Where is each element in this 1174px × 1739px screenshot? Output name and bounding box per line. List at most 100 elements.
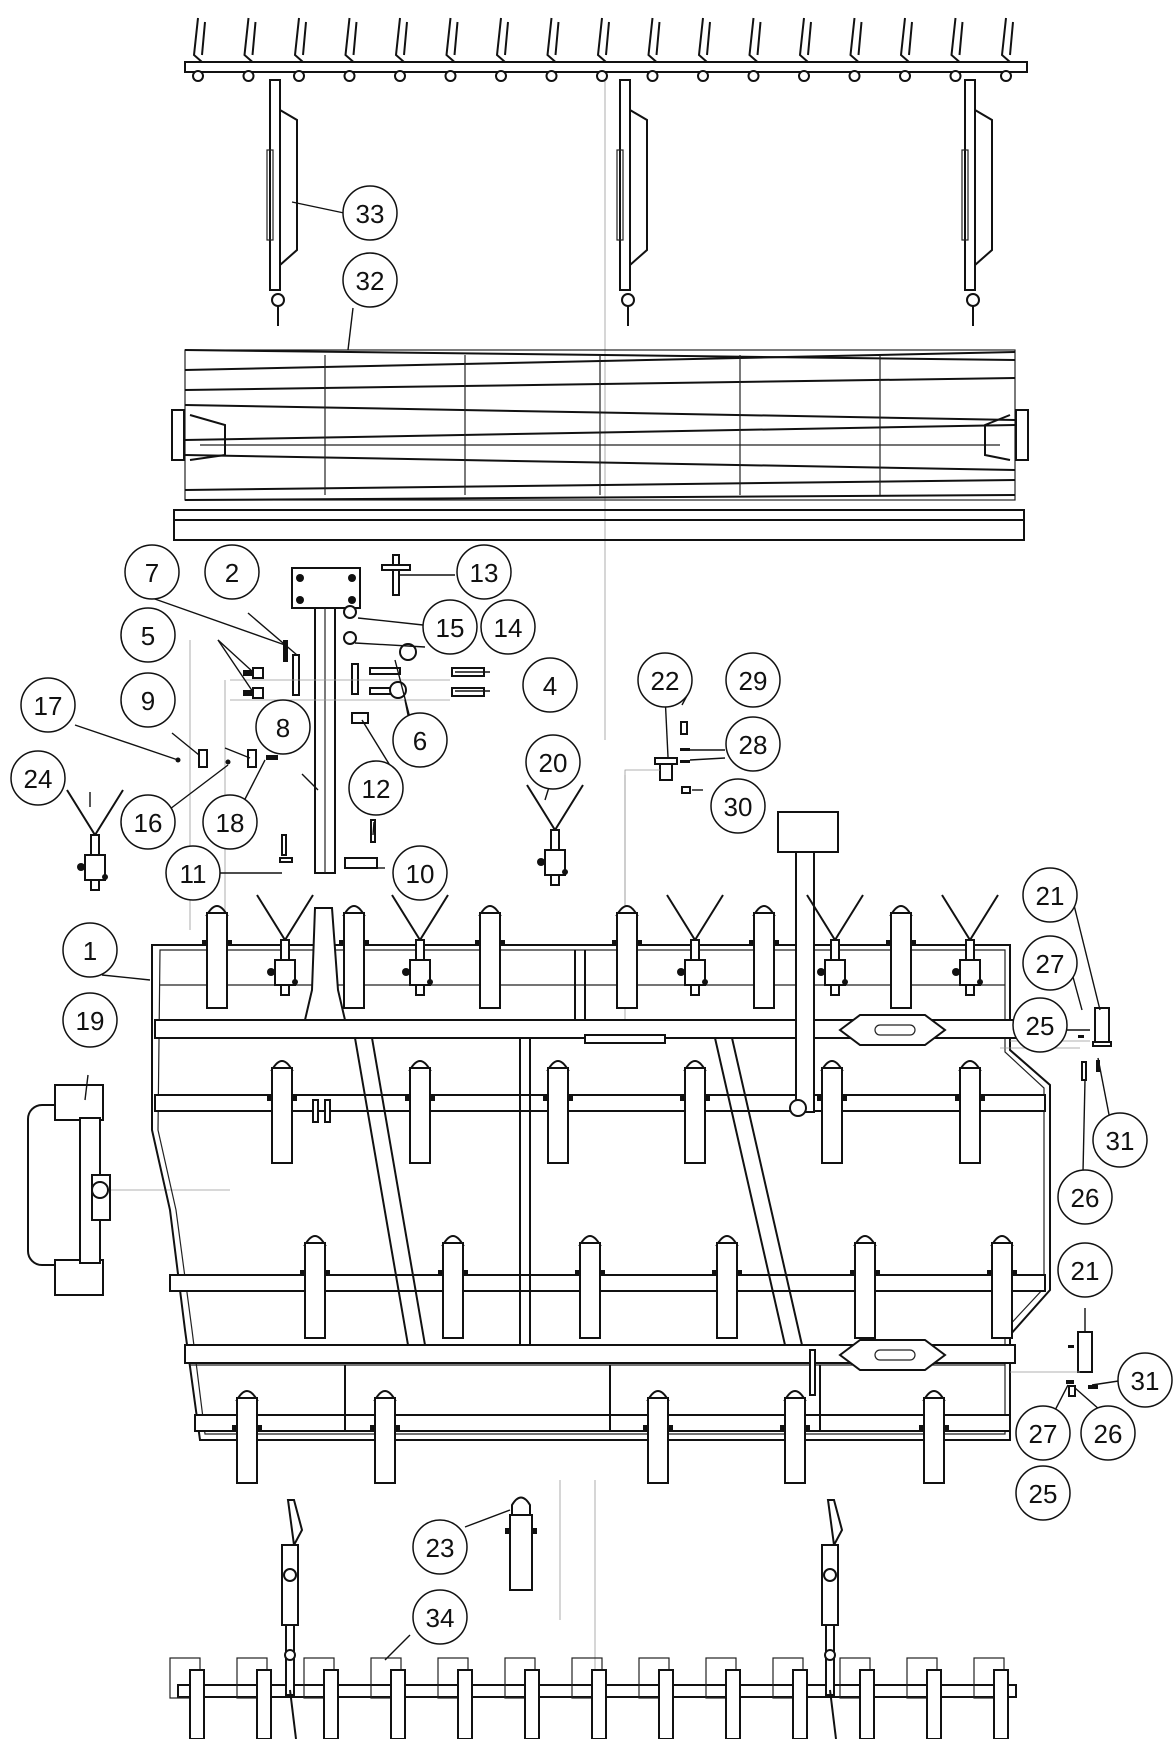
callout-label: 14	[494, 613, 523, 643]
harrow-top-tine	[545, 17, 560, 82]
harrow-bottom-tine	[772, 1657, 808, 1739]
callout-circle	[522, 657, 578, 713]
callout-c21b: 21	[1057, 1242, 1113, 1298]
callout-label: 31	[1131, 1366, 1160, 1396]
callout-circle	[202, 794, 258, 850]
harrow-bottom-tine	[571, 1657, 607, 1739]
callout-c29: 29	[725, 652, 781, 708]
shank-row2	[267, 1060, 297, 1164]
callout-c5: 5	[120, 607, 176, 663]
harrow-bar-bottom	[169, 1499, 1017, 1739]
wheel-pivot-parts	[1000, 1007, 1112, 1397]
harrow-bottom-tine	[839, 1657, 875, 1739]
callout-label: 27	[1029, 1419, 1058, 1449]
callout-label: 32	[356, 266, 385, 296]
harrow-bottom-tine	[303, 1657, 339, 1739]
harrow-bottom-tine	[705, 1657, 741, 1739]
callout-c11: 11	[165, 845, 221, 901]
callout-label: 30	[724, 792, 753, 822]
callout-c27a: 27	[1022, 935, 1078, 991]
shank-row1	[886, 905, 916, 1009]
harrow-top-tine	[394, 17, 408, 82]
callout-c25a: 25	[1012, 997, 1068, 1053]
leader-line	[464, 1509, 511, 1528]
callout-c13: 13	[456, 544, 512, 600]
callout-circle	[10, 750, 66, 806]
leader-line	[357, 617, 424, 626]
callout-label: 25	[1029, 1479, 1058, 1509]
callout-circle	[1057, 1242, 1113, 1298]
harrow-bottom-tine	[169, 1657, 205, 1739]
leader-line	[1074, 1387, 1101, 1411]
leader-line	[241, 759, 266, 806]
frame-tine	[806, 894, 864, 996]
leader-line	[151, 597, 286, 646]
harrow-top-tine	[1000, 17, 1014, 82]
drawbar-assembly	[175, 554, 485, 930]
harrow-top-tine	[848, 17, 863, 82]
harrow-top-tine	[192, 17, 206, 82]
leader-line	[347, 307, 354, 351]
callout-c14: 14	[480, 599, 536, 655]
callout-c12: 12	[348, 760, 404, 816]
callout-circle	[165, 845, 221, 901]
harrow-bottom-bracket	[821, 1499, 844, 1739]
callout-c8: 8	[255, 699, 311, 755]
callout-c25b: 25	[1015, 1465, 1071, 1521]
callout-c28: 28	[725, 716, 781, 772]
callout-label: 10	[406, 859, 435, 889]
shank-row4	[780, 1390, 810, 1484]
callout-circle	[342, 252, 398, 308]
leader-line	[84, 1074, 89, 1101]
leader-line	[1071, 896, 1101, 1011]
callout-label: 20	[539, 748, 568, 778]
callout-c21a: 21	[1022, 867, 1078, 923]
main-frame	[151, 811, 1051, 1441]
harrow-top-bracket	[266, 79, 298, 326]
leader-line	[394, 659, 411, 719]
frame-tine	[941, 894, 999, 996]
shank-row4	[919, 1390, 949, 1484]
harrow-top-tine	[646, 17, 661, 82]
harrow-top-tine	[444, 17, 459, 82]
leader-line	[74, 724, 179, 761]
callout-circle	[480, 599, 536, 655]
harrow-bar-top	[184, 17, 1028, 326]
callout-label: 28	[739, 730, 768, 760]
callout-c2: 2	[204, 544, 260, 600]
leader-line	[291, 201, 345, 214]
callout-c23: 23	[412, 1519, 468, 1575]
leader-line	[171, 732, 200, 756]
callout-label: 1	[83, 936, 97, 966]
harrow-bottom-tine	[906, 1657, 942, 1739]
callout-circle	[124, 544, 180, 600]
shank-row3	[850, 1235, 880, 1339]
frame-tine	[256, 894, 314, 996]
harrow-top-tine	[293, 17, 307, 82]
shank-row2	[680, 1060, 710, 1164]
callout-label: 4	[543, 671, 557, 701]
callout-circle	[1015, 1465, 1071, 1521]
callout-circle	[1012, 997, 1068, 1053]
shank-row2	[405, 1060, 435, 1164]
callout-circle	[1057, 1169, 1113, 1225]
callout-c30: 30	[710, 778, 766, 834]
shank-row2	[543, 1060, 573, 1164]
leader-line	[384, 1634, 411, 1661]
leader-line	[101, 974, 151, 981]
harrow-top-tine	[242, 17, 257, 82]
callout-c24: 24	[10, 750, 66, 806]
callout-circle	[422, 599, 478, 655]
callout-label: 24	[24, 764, 53, 794]
callout-label: 25	[1026, 1011, 1055, 1041]
leader-line	[301, 773, 319, 791]
callout-label: 13	[470, 558, 499, 588]
callout-c15: 15	[422, 599, 478, 655]
shank-row1	[339, 905, 369, 1009]
harrow-top-bracket	[961, 79, 993, 326]
callout-circle	[1022, 867, 1078, 923]
harrow-top-tine	[747, 17, 762, 82]
callout-c27b: 27	[1015, 1405, 1071, 1461]
shank-row1	[202, 905, 232, 1009]
callout-c22: 22	[637, 652, 693, 708]
